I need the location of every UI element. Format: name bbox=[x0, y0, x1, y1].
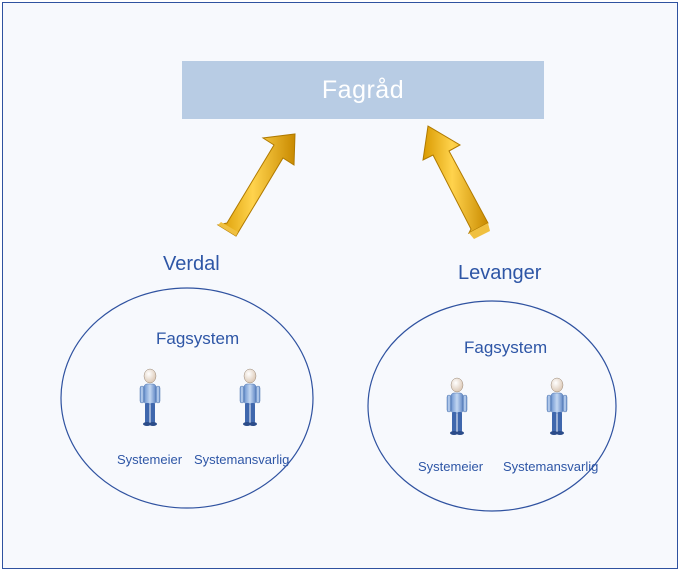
levanger-system-label: Fagsystem bbox=[464, 338, 548, 357]
verdal-ellipse bbox=[60, 287, 314, 509]
arrow-levanger-to-fagrad bbox=[422, 125, 490, 239]
person-icon bbox=[546, 377, 568, 436]
levanger-role-systemansvarlig: Systemansvarlig bbox=[503, 459, 599, 474]
arrow-verdal-to-fagrad bbox=[216, 133, 296, 237]
fagrad-box: Fagråd bbox=[182, 61, 544, 119]
fagrad-label: Fagråd bbox=[321, 75, 405, 104]
verdal-system-label: Fagsystem bbox=[156, 329, 240, 348]
person-icon bbox=[139, 368, 161, 427]
verdal-role-systemeier: Systemeier bbox=[117, 452, 183, 467]
levanger-ellipse bbox=[367, 300, 617, 512]
person-icon bbox=[446, 377, 468, 436]
group-title-levanger: Levanger bbox=[458, 262, 542, 284]
person-icon bbox=[239, 368, 261, 427]
levanger-role-systemeier: Systemeier bbox=[418, 459, 484, 474]
verdal-role-systemansvarlig: Systemansvarlig bbox=[194, 452, 290, 467]
group-title-verdal: Verdal bbox=[163, 253, 220, 275]
